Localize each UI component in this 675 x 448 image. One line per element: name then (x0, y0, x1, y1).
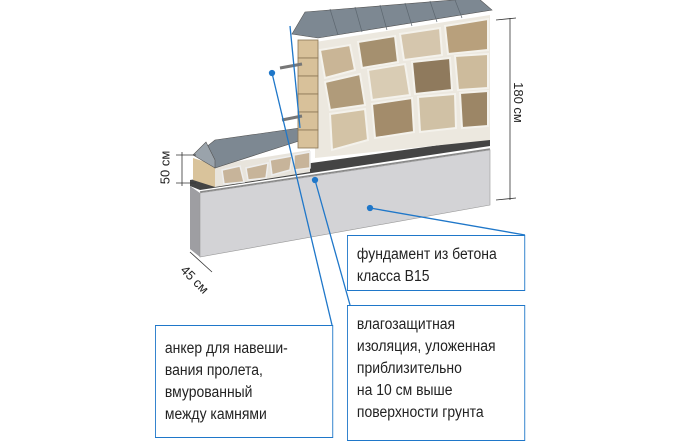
label-line: вмурованный (164, 384, 253, 401)
label-line: анкер для навеши- (164, 340, 288, 357)
pillar (297, 39, 319, 149)
anchor-rod (279, 62, 303, 70)
label-line: влагозащитная (356, 316, 456, 333)
label-line: фундамент из бетона (356, 246, 497, 263)
leader-lines (268, 25, 526, 326)
label-foundation: фундамент из бетона класса B15 (347, 235, 526, 291)
label-insulation: влагозащитная изоляция, уложенная прибли… (347, 305, 526, 441)
dimension-50: 50 см (157, 150, 173, 185)
tall-wall-cap (291, 0, 493, 39)
label-line: класса B15 (356, 268, 430, 285)
label-line: приблизительно (356, 360, 462, 377)
label-line: на 10 см выше (356, 382, 453, 399)
low-wall-side (193, 158, 215, 187)
label-line: поверхности грунта (356, 404, 484, 421)
dimension-lines (176, 17, 517, 273)
foundation-side (190, 186, 200, 257)
label-anchor: анкер для навеши- вания пролета, вмурова… (155, 325, 334, 438)
label-line: изоляция, уложенная (356, 338, 496, 355)
label-line: вания пролета, (164, 362, 263, 379)
stones (318, 17, 489, 152)
foundation-front (199, 149, 491, 258)
label-line: между камнями (164, 406, 267, 423)
dimension-180: 180 см (510, 82, 526, 123)
